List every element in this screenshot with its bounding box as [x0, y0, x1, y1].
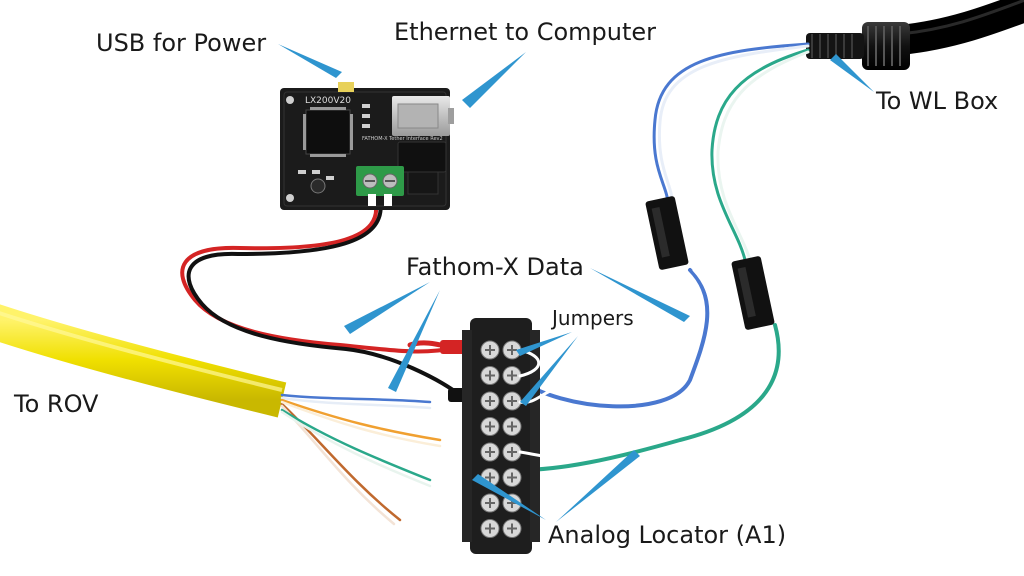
label-jumpers: Jumpers — [552, 306, 634, 330]
callout-jumpers-1 — [516, 332, 572, 356]
callout-fathom-data-3 — [590, 268, 690, 322]
fathom-data-pair — [180, 198, 470, 402]
label-rov: To ROV — [14, 390, 99, 418]
jumper-connector-green — [731, 256, 775, 330]
terminal-screws — [480, 340, 522, 538]
wl-box-twisted-pairs — [652, 42, 810, 262]
green-screw-terminal — [356, 166, 404, 196]
callout-fathom-data-1 — [344, 282, 430, 334]
rj45-port-icon — [392, 96, 454, 136]
label-analog-locator: Analog Locator (A1) — [548, 521, 787, 549]
board-silkscreen: FATHOM-X Tether Interface Rev2 — [362, 136, 443, 142]
callout-lines — [278, 44, 874, 522]
wl-box-cable — [806, 0, 1024, 70]
callout-analog-1 — [472, 474, 546, 520]
callout-wl-box — [830, 54, 874, 92]
jumper-wires — [518, 268, 785, 480]
label-wl-box: To WL Box — [876, 87, 999, 115]
label-fathom-data: Fathom-X Data — [406, 253, 584, 281]
label-usb-power: USB for Power — [96, 29, 267, 57]
callout-jumpers-2 — [520, 336, 578, 406]
board-part-number: LX200V20 — [305, 96, 351, 106]
callout-ethernet — [462, 52, 526, 108]
callout-fathom-data-2 — [388, 290, 440, 392]
label-ethernet: Ethernet to Computer — [394, 18, 657, 46]
callout-usb-power — [278, 44, 342, 78]
rov-cable — [0, 304, 442, 526]
fathom-x-board: LX200V20 FATHOM-X Tether Interface Rev2 — [280, 82, 454, 210]
jumper-connector-blue — [645, 196, 689, 270]
callout-analog-2 — [556, 450, 640, 522]
